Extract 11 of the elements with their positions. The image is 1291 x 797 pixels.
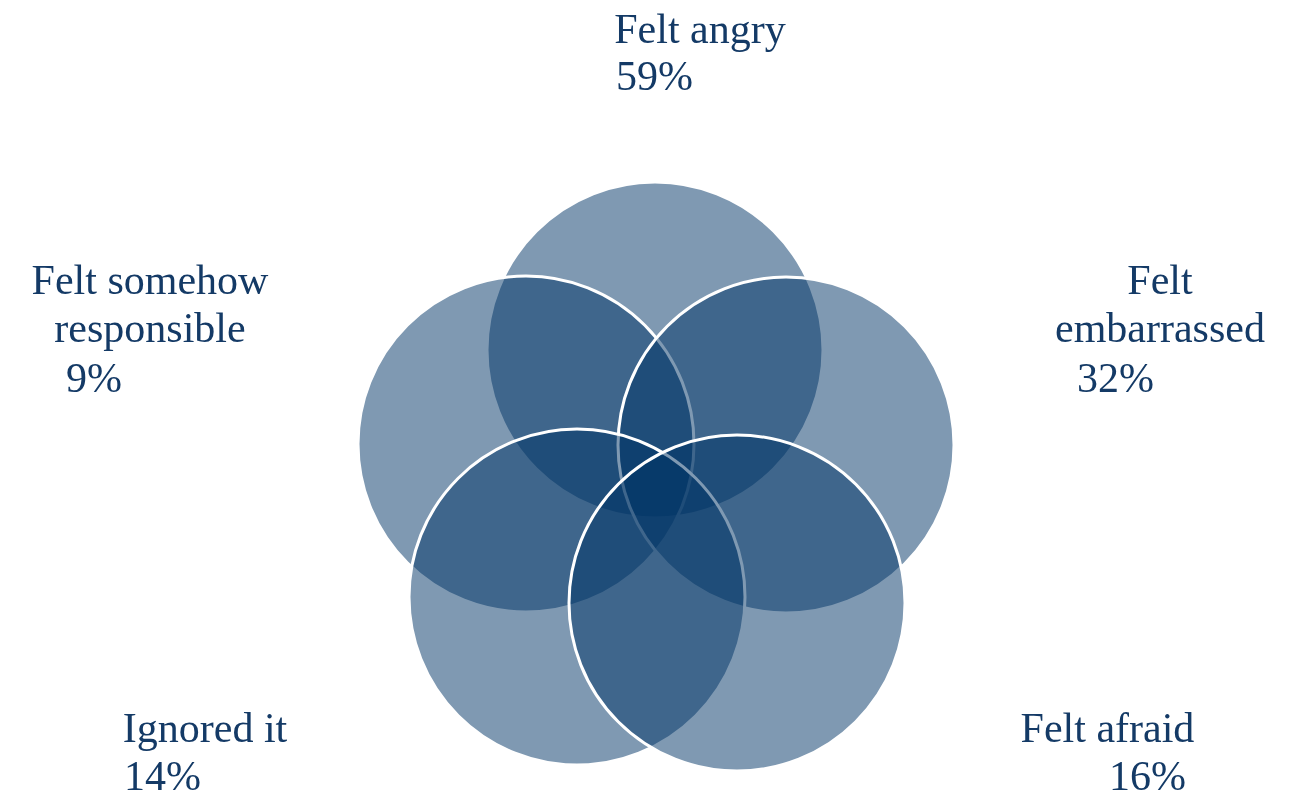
category-label: Felt afraid (1019, 704, 1196, 752)
category-label: Felt angry (613, 5, 787, 53)
percentage-label: 16% (1109, 752, 1187, 797)
venn-circle (567, 433, 907, 773)
percentage-label: 32% (1077, 354, 1155, 402)
percentage-label: 9% (66, 354, 123, 402)
category-label: Felt embarrassed (1054, 256, 1266, 352)
category-label: Felt somehow responsible (30, 256, 270, 352)
percentage-label: 14% (124, 752, 202, 797)
percentage-label: 59% (616, 52, 694, 100)
category-label: Ignored it (121, 704, 289, 752)
